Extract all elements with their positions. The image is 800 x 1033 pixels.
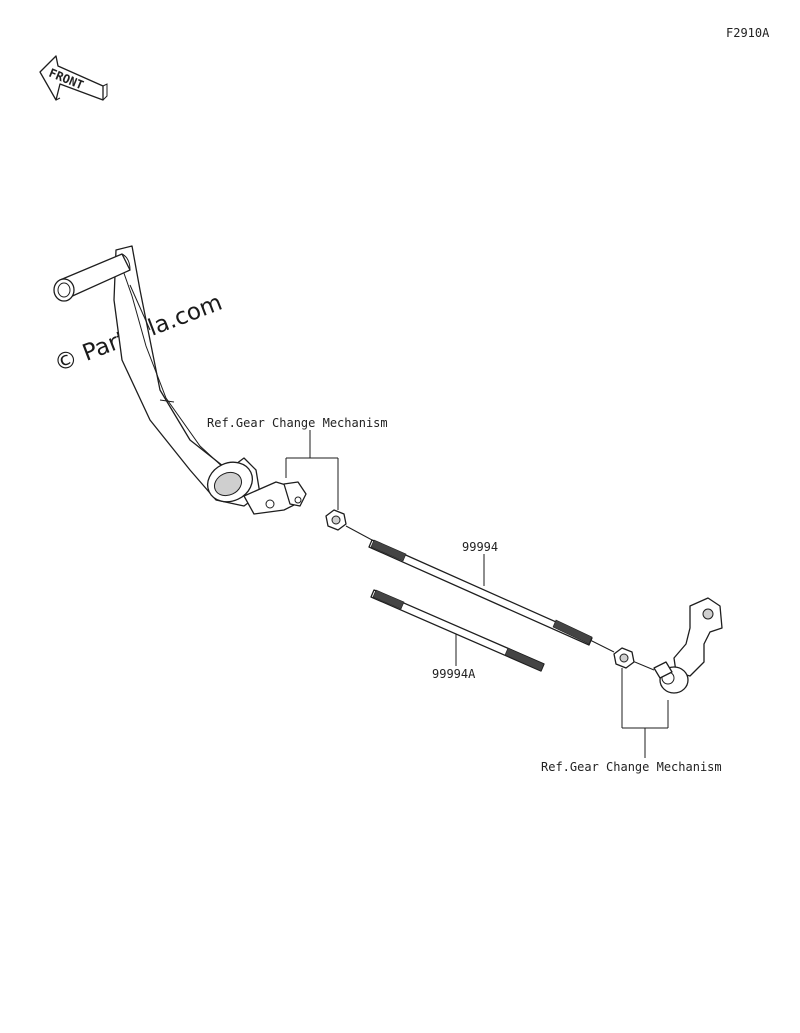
front-arrow-icon: FRONT xyxy=(39,55,108,101)
lock-nut-top xyxy=(325,509,347,531)
rod-short-label: 99994A xyxy=(432,667,476,681)
tie-rod-long xyxy=(368,539,593,646)
figure-code: F2910A xyxy=(726,26,770,40)
ref-top-leader xyxy=(285,430,339,510)
axis-line-top xyxy=(345,525,373,541)
shift-pedal xyxy=(53,245,307,515)
ref-label-top: Ref.Gear Change Mechanism xyxy=(207,416,388,430)
ref-bottom-leader xyxy=(621,668,669,758)
tie-rod-short xyxy=(370,589,545,672)
shift-lever xyxy=(653,597,723,694)
axis-line-mid xyxy=(589,639,615,653)
rod-long-label: 99994 xyxy=(462,540,498,554)
lock-nut-bottom xyxy=(613,647,635,669)
ref-label-bottom: Ref.Gear Change Mechanism xyxy=(541,760,722,774)
